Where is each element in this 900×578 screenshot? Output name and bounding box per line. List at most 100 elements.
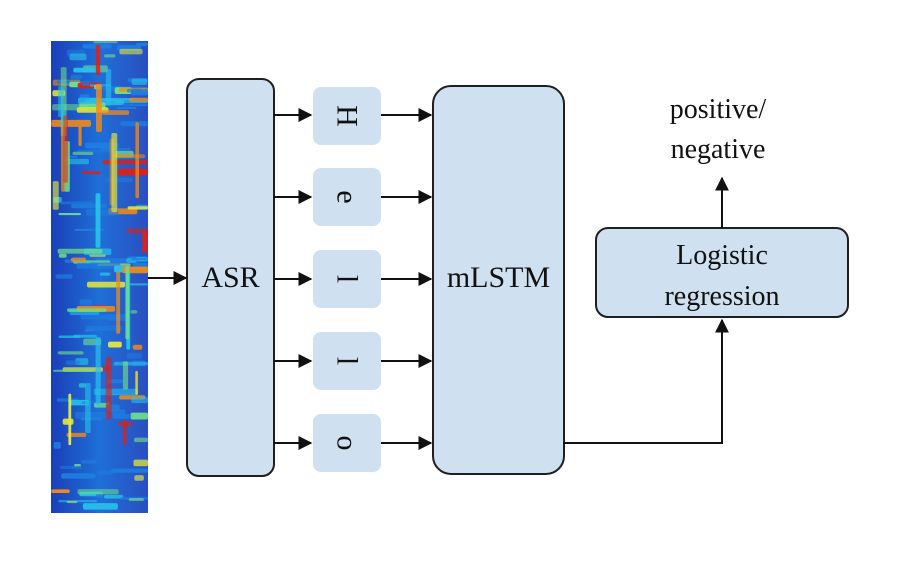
spectrogram-streak	[86, 209, 119, 216]
spectrogram-streak	[113, 361, 148, 366]
spectrogram-streak	[51, 119, 91, 127]
spectrogram-streak	[52, 369, 95, 372]
mlstm-label: mLSTM	[447, 261, 550, 294]
spectrogram-streak	[77, 489, 119, 495]
arrow-mlstm-to-logistic	[564, 318, 729, 444]
spectrogram-formant	[96, 83, 102, 132]
spectrogram-streak	[81, 171, 101, 175]
spectrogram-streak	[108, 341, 122, 348]
spectrogram-streak	[133, 459, 148, 467]
mlstm-box	[432, 85, 565, 475]
spectrogram-streak	[70, 74, 83, 80]
spectrogram-streak	[66, 501, 78, 504]
logistic-label-line1: Logistic	[676, 240, 768, 271]
spectrogram-streak	[119, 48, 143, 55]
spectrogram-formant	[116, 271, 121, 334]
spectrogram-streak	[86, 325, 123, 331]
spectrogram-streak	[60, 201, 94, 205]
spectrogram-streak	[113, 154, 146, 159]
spectrogram-formant	[63, 115, 68, 183]
output-label-line2: negative	[671, 134, 766, 165]
spectrogram-streak	[93, 41, 118, 44]
char-box	[313, 168, 381, 226]
spectrogram-streak	[99, 272, 111, 276]
spectrogram-formant	[105, 356, 112, 420]
spectrogram-streak	[58, 500, 98, 503]
spectrogram-streak	[55, 274, 73, 279]
spectrogram-formant	[85, 383, 91, 433]
spectrogram-formant	[95, 193, 101, 248]
spectrogram-streak	[63, 158, 89, 165]
char-box	[313, 250, 381, 308]
char-box	[313, 414, 381, 472]
spectrogram-bands	[51, 41, 148, 510]
spectrogram-streak	[57, 248, 103, 254]
spectrogram-streak	[78, 383, 86, 388]
char-label: e	[331, 190, 364, 203]
spectrogram-streak	[75, 411, 108, 419]
spectrogram-streak	[134, 437, 148, 443]
character-sequence: H e l l o	[274, 87, 433, 472]
spectrogram-formant	[105, 69, 112, 106]
spectrogram-formant	[95, 337, 101, 405]
spectrogram-streak	[128, 498, 144, 501]
spectrogram-streak	[84, 329, 94, 332]
spectrogram-streak	[73, 67, 100, 73]
spectrogram-streak	[132, 344, 143, 350]
spectrogram-formant	[135, 122, 139, 199]
spectrogram-streak	[126, 352, 142, 359]
char-item: o	[274, 414, 433, 472]
spectrogram-streak	[120, 121, 148, 127]
spectrogram-streak	[117, 168, 148, 176]
spectrogram-streak	[131, 78, 148, 85]
spectrogram-streak	[104, 494, 124, 499]
spectrogram-streak	[130, 412, 148, 420]
char-item: e	[274, 168, 433, 226]
spectrogram-streak	[122, 104, 148, 107]
spectrogram-streak	[127, 206, 148, 210]
spectrogram-streak	[71, 257, 86, 262]
spectrogram-streak	[66, 432, 87, 437]
spectrogram-formant	[52, 181, 59, 210]
asr-label: ASR	[201, 261, 259, 294]
spectrogram-streak	[97, 470, 114, 475]
spectrogram-streak	[102, 160, 148, 165]
spectrogram-streak	[79, 94, 90, 99]
spectrogram-streak	[78, 97, 102, 105]
spectrogram-streak	[79, 299, 92, 306]
spectrogram-streak	[104, 54, 116, 58]
spectrogram-streak	[112, 414, 130, 419]
spectrogram-formant	[58, 86, 64, 118]
spectrogram-streak	[61, 473, 96, 479]
mlstm-block: mLSTM	[432, 85, 565, 475]
spectrogram-streak	[82, 503, 118, 510]
spectrogram-streak	[81, 83, 91, 86]
asr-box	[186, 78, 275, 477]
spectrogram-streak	[73, 334, 97, 338]
spectrogram-streak	[76, 262, 121, 269]
spectrogram-streak	[58, 253, 67, 258]
spectrogram-streak	[81, 460, 97, 464]
spectrogram-streak	[62, 418, 74, 425]
char-box	[313, 87, 381, 145]
output-label-line1: positive/	[670, 94, 767, 125]
spectrogram-streak	[131, 89, 148, 96]
spectrogram-streak	[95, 493, 104, 498]
logistic-regression-block: Logistic regression	[595, 227, 849, 318]
spectrogram-image	[51, 41, 148, 513]
spectrogram-streak	[136, 42, 148, 46]
spectrogram-streak	[57, 351, 84, 355]
char-item: H	[274, 87, 433, 145]
logistic-label-line2: regression	[664, 281, 779, 312]
spectrogram-formant	[95, 44, 101, 75]
char-box	[313, 332, 381, 390]
char-label: l	[331, 275, 364, 283]
spectrogram-streak	[111, 468, 148, 473]
spectrogram-streak	[58, 213, 82, 216]
spectrogram-streak	[69, 399, 89, 406]
spectrogram-streak	[71, 203, 107, 209]
spectrogram-streak	[131, 258, 148, 261]
char-item: l	[274, 332, 433, 390]
spectrogram-streak	[69, 53, 87, 61]
spectrogram-streak	[51, 489, 70, 493]
